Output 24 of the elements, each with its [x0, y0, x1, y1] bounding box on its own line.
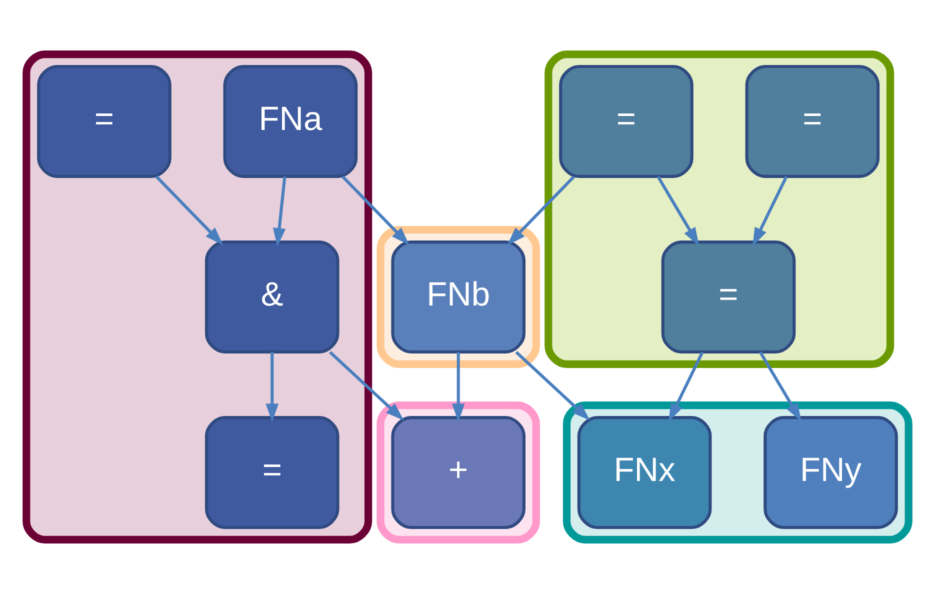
cluster: [544, 50, 894, 368]
arrow: [452, 352, 465, 422]
node-box: FNx: [577, 416, 712, 528]
node-box: =: [559, 64, 694, 178]
node-box: =: [37, 64, 172, 178]
node-box: FNa: [223, 64, 358, 178]
node-box: +: [391, 416, 526, 528]
cluster: [22, 50, 372, 543]
node-box: FNy: [764, 416, 898, 528]
node-box: &: [204, 240, 340, 353]
arrow: [507, 175, 576, 245]
node-box: =: [204, 416, 340, 528]
node-box: FNb: [391, 240, 526, 353]
node-box: =: [745, 64, 880, 178]
arrow: [328, 350, 404, 420]
arrow: [656, 175, 700, 246]
arrow: [752, 175, 788, 246]
arrow: [342, 175, 410, 245]
arrow: [155, 175, 224, 245]
node-box: =: [661, 240, 796, 353]
arrow: [758, 350, 802, 421]
arrow: [515, 350, 590, 420]
arrow: [266, 352, 279, 422]
arrow: [272, 176, 286, 246]
